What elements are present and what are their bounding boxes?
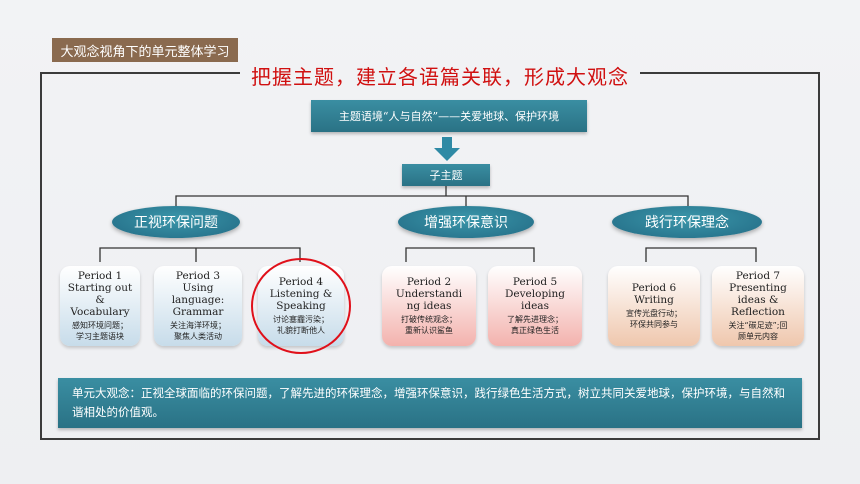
period-title-text: Period 7 Presenting ideas & Reflection — [729, 270, 787, 318]
period-desc: 感知环境问题； 学习主题语块 — [72, 321, 128, 341]
period-title-text: Period 6 Writing — [631, 282, 677, 306]
big-idea-box: 单元大观念：正视全球面临的环保问题，了解先进的环保理念，增强环保意识，践行绿色生… — [58, 378, 802, 428]
group-oval-1: 正视环保问题 — [112, 206, 240, 238]
highlight-circle — [251, 258, 351, 354]
period-desc: 关注海洋环境； 聚焦人类活动 — [170, 321, 226, 341]
theme-box: 主题语境“人与自然”——关爱地球、保护环境 — [311, 100, 587, 132]
period-desc: 打破传统观念； 重新认识鲨鱼 — [401, 315, 457, 335]
period-card-7: Period 7 Presenting ideas & Reflection 关… — [712, 266, 804, 346]
period-desc: 宣传光盘行动； 环保共同参与 — [626, 309, 682, 329]
period-title-text: Period 3 Using language: Grammar — [171, 270, 225, 318]
period-card-1: Period 1 Starting out & Vocabulary 感知环境问… — [60, 266, 140, 346]
period-desc: 了解先进理念； 真正绿色生活 — [507, 315, 563, 335]
period-card-5: Period 5 Developing ideas 了解先进理念； 真正绿色生活 — [488, 266, 582, 346]
down-arrow-icon — [434, 137, 460, 161]
period-card-3: Period 3 Using language: Grammar 关注海洋环境；… — [154, 266, 242, 346]
period-card-6: Period 6 Writing 宣传光盘行动； 环保共同参与 — [608, 266, 700, 346]
group-oval-3: 践行环保理念 — [612, 206, 762, 238]
period-title: Period 1 Starting out & Vocabulary — [68, 270, 132, 318]
sub-topic-box: 子主题 — [402, 164, 490, 186]
period-card-2: Period 2 Understandi ng ideas 打破传统观念； 重新… — [382, 266, 476, 346]
period-title-text: Period 5 Developing ideas — [504, 276, 566, 312]
period-desc: 关注“碳足迹”;回 顾单元内容 — [728, 321, 788, 341]
period-title-text: Period 1 Starting out & Vocabulary — [67, 270, 133, 318]
period-title-text: Period 2 Understandi ng ideas — [395, 276, 463, 312]
headline: 把握主题，建立各语篇关联，形成大观念 — [240, 60, 640, 90]
group-oval-2: 增强环保意识 — [398, 206, 534, 238]
section-tag: 大观念视角下的单元整体学习 — [52, 38, 238, 62]
